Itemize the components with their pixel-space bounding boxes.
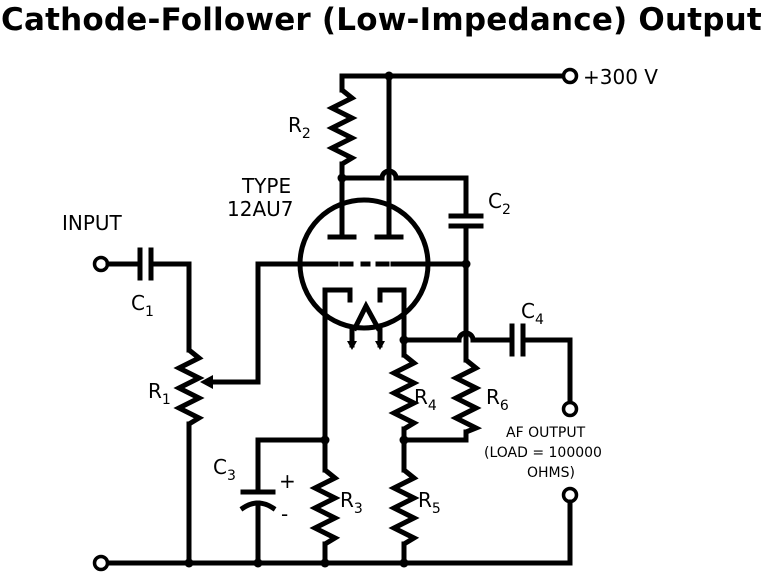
r2-sub: 2 bbox=[302, 126, 311, 142]
resistor-r6: R6 bbox=[450, 329, 509, 443]
resistor-r4: R4 bbox=[388, 353, 469, 473]
cathode-right-branch bbox=[399, 300, 515, 358]
ground-terminal bbox=[92, 554, 110, 572]
capacitor-c2: C2 bbox=[448, 189, 511, 335]
svg-text:R3: R3 bbox=[340, 488, 363, 517]
output-label-line2: (LOAD = 100000 bbox=[484, 445, 602, 461]
svg-text:C2: C2 bbox=[488, 189, 511, 218]
supply-label: +300 V bbox=[583, 65, 658, 89]
cathode-left-branch bbox=[255, 300, 330, 495]
tube-12au7: TYPE 12AU7 bbox=[227, 174, 469, 350]
c3-sub: 3 bbox=[227, 468, 236, 484]
output-terminal-top bbox=[561, 400, 579, 418]
resistor-r3: R3 bbox=[309, 468, 363, 566]
r3-letter: R bbox=[340, 488, 354, 512]
r5-sub: 5 bbox=[432, 501, 441, 517]
svg-text:R4: R4 bbox=[414, 385, 437, 414]
r1-sub: 1 bbox=[162, 392, 171, 408]
svg-text:R6: R6 bbox=[486, 385, 509, 414]
input-section: INPUT bbox=[62, 211, 143, 273]
tube-model-label: 12AU7 bbox=[227, 197, 294, 221]
svg-text:R5: R5 bbox=[418, 488, 441, 517]
c4-sub: 4 bbox=[535, 312, 544, 328]
tube-type-label: TYPE bbox=[241, 174, 291, 198]
r3-sub: 3 bbox=[354, 501, 363, 517]
output-label-line1: AF OUTPUT bbox=[506, 425, 586, 441]
r5-letter: R bbox=[418, 488, 432, 512]
plate-wire bbox=[337, 165, 469, 240]
page-title: Cathode-Follower (Low-Impedance) Output bbox=[1, 2, 762, 38]
potentiometer-r1: R1 bbox=[148, 261, 303, 566]
svg-text:R1: R1 bbox=[148, 379, 171, 408]
output-label-line3: OHMS) bbox=[527, 465, 575, 481]
c2-letter: C bbox=[488, 189, 502, 213]
capacitor-c4: C4 bbox=[509, 299, 573, 406]
capacitor-c1: C1 bbox=[131, 247, 192, 353]
r4-sub: 4 bbox=[428, 398, 437, 414]
supply-terminal bbox=[561, 67, 579, 85]
r1-letter: R bbox=[148, 379, 162, 403]
svg-text:C4: C4 bbox=[521, 299, 544, 328]
svg-text:R2: R2 bbox=[288, 113, 311, 142]
supply-rail: +300 V bbox=[339, 65, 658, 171]
c3-letter: C bbox=[213, 455, 227, 479]
c4-letter: C bbox=[521, 299, 535, 323]
c3-plus-sign: + bbox=[279, 469, 296, 493]
r2-letter: R bbox=[288, 113, 302, 137]
ground-rail bbox=[92, 554, 573, 572]
c3-minus-sign: - bbox=[281, 502, 288, 526]
c1-sub: 1 bbox=[145, 304, 154, 320]
input-label: INPUT bbox=[62, 211, 123, 235]
c1-letter: C bbox=[131, 291, 145, 315]
output-section: AF OUTPUT (LOAD = 100000 OHMS) bbox=[484, 400, 602, 566]
r4-letter: R bbox=[414, 385, 428, 409]
c2-sub: 2 bbox=[502, 202, 511, 218]
capacitor-c3: C3 + - bbox=[213, 455, 296, 566]
r6-letter: R bbox=[486, 385, 500, 409]
r6-sub: 6 bbox=[500, 398, 509, 414]
resistor-r5: R5 bbox=[388, 468, 441, 566]
svg-text:C3: C3 bbox=[213, 455, 236, 484]
svg-text:C1: C1 bbox=[131, 291, 154, 320]
